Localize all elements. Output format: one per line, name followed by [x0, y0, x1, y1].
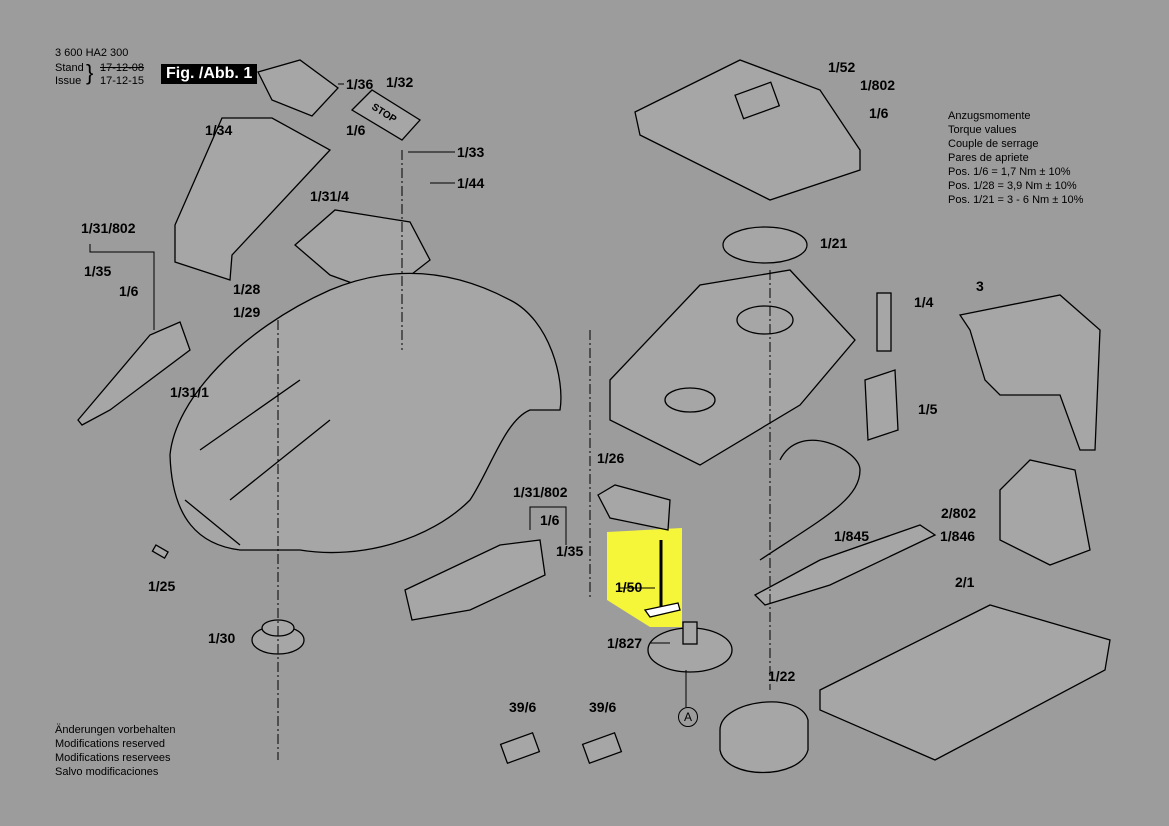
part-label[interactable]: 1/22	[768, 668, 796, 684]
part-label[interactable]: 1/28	[233, 281, 261, 297]
torque-line: Torque values	[948, 124, 1017, 136]
part-label[interactable]: 39/6	[589, 699, 617, 715]
part-label[interactable]: 1/845	[834, 528, 870, 544]
part-1-21	[722, 226, 808, 264]
part-label[interactable]: 1/30	[208, 630, 236, 646]
part-1-31-802-right	[404, 539, 546, 621]
new-date: 17-12-15	[100, 75, 145, 87]
footer-line: Modifications reserved	[55, 738, 166, 750]
part-label[interactable]: 39/6	[509, 699, 537, 715]
part-label[interactable]: 1/26	[597, 450, 625, 466]
part-label[interactable]: 1/6	[869, 105, 889, 121]
torque-line: Pares de apriete	[948, 152, 1029, 164]
part-39-6-a	[499, 731, 541, 765]
torque-line: Pos. 1/28 = 3,9 Nm ± 10%	[948, 180, 1077, 192]
assembly-lines	[277, 150, 771, 760]
part-label[interactable]: 1/6	[346, 122, 366, 138]
part-label[interactable]: 3	[976, 278, 984, 294]
torque-line: Couple de serrage	[948, 138, 1039, 150]
callout-a: A	[678, 707, 698, 727]
part-label[interactable]: 1/31/1	[170, 384, 209, 400]
part-label[interactable]: 1/827	[607, 635, 643, 651]
highlight-1-50	[607, 528, 682, 627]
part-label[interactable]: 1/4	[914, 294, 934, 310]
part-label[interactable]: 1/5	[918, 401, 938, 417]
part-1-32-stop	[350, 89, 422, 141]
part-label[interactable]: 1/33	[457, 144, 485, 160]
footer-line: Salvo modificaciones	[55, 766, 159, 778]
issue-label: Issue	[55, 75, 82, 87]
leader-lines	[89, 83, 687, 707]
footer-line: Änderungen vorbehalten	[55, 724, 176, 736]
part-label[interactable]: 1/32	[386, 74, 414, 90]
part-1-22	[719, 701, 809, 774]
part-1-4-spring	[876, 292, 892, 352]
part-1-34	[174, 117, 332, 281]
part-3	[958, 294, 1101, 451]
part-2-1	[819, 604, 1111, 761]
part-label[interactable]: 1/31/802	[81, 220, 136, 236]
part-top-cover	[634, 59, 861, 201]
part-label[interactable]: 1/25	[148, 578, 176, 594]
part-label[interactable]: 1/50	[615, 579, 643, 595]
part-number: 3 600 HA2 300	[55, 47, 129, 59]
footer-line: Modifications reservees	[55, 752, 171, 764]
part-label[interactable]: 2/1	[955, 574, 975, 590]
part-label[interactable]: 1/44	[457, 175, 485, 191]
part-label[interactable]: 1/6	[540, 512, 560, 528]
part-2-802	[999, 459, 1091, 566]
part-label[interactable]: 1/802	[860, 77, 896, 93]
part-1-846	[753, 524, 937, 606]
brace: }	[86, 60, 94, 85]
part-label[interactable]: 1/6	[119, 283, 139, 299]
torque-line: Pos. 1/6 = 1,7 Nm ± 10%	[948, 166, 1071, 178]
figure-label: Fig. /Abb. 1	[161, 64, 258, 84]
part-1-31-1-body	[169, 272, 562, 554]
part-label[interactable]: 1/29	[233, 304, 261, 320]
part-39-6-b	[581, 731, 623, 765]
stand-label: Stand	[55, 62, 84, 74]
part-label[interactable]: 1/35	[84, 263, 112, 279]
part-1-36-cover	[257, 59, 339, 117]
part-label[interactable]: 1/34	[205, 122, 233, 138]
part-label[interactable]: 1/31/4	[310, 188, 349, 204]
part-1-31-802-left	[77, 321, 191, 426]
part-1-5	[864, 369, 899, 441]
torque-line: Pos. 1/21 = 3 - 6 Nm ± 10%	[948, 194, 1084, 206]
part-label[interactable]: 1/35	[556, 543, 584, 559]
part-label[interactable]: 1/21	[820, 235, 848, 251]
part-label[interactable]: 2/802	[941, 505, 977, 521]
part-label[interactable]: 1/31/802	[513, 484, 568, 500]
torque-line: Anzugsmomente	[948, 110, 1031, 122]
part-label[interactable]: 1/52	[828, 59, 856, 75]
part-1-25	[151, 544, 169, 559]
part-label[interactable]: 1/846	[940, 528, 976, 544]
part-chassis	[609, 269, 856, 466]
part-label[interactable]: 1/36	[346, 76, 374, 92]
part-1-26	[597, 484, 671, 531]
old-date: 17-12-08	[100, 62, 145, 74]
